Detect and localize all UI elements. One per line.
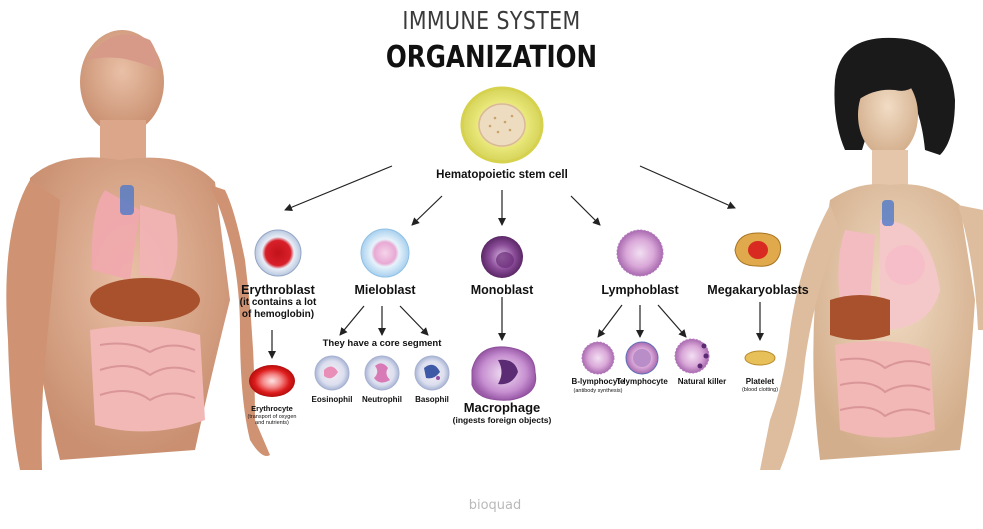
basophil-cell-icon — [415, 356, 449, 390]
erythrocyte-cell-icon — [249, 365, 295, 397]
monoblast-cell-icon — [481, 236, 523, 278]
erythroblast-note-1: (it contains a lot — [228, 297, 328, 308]
lymphoblast-cell-icon — [617, 230, 663, 276]
erythroblast-label: Erythroblast — [228, 283, 328, 297]
macrophage-cell-icon — [472, 347, 536, 400]
stem-cell-label: Hematopoietic stem cell — [402, 169, 602, 181]
platelet-note: (blood clotting) — [725, 387, 795, 393]
erythrocyte-note-2: and nutrients) — [232, 420, 312, 426]
b-lymphocyte-cell-icon — [582, 342, 614, 374]
stem-cell-icon — [462, 88, 542, 162]
erythrocyte-label: Erythrocyte — [232, 404, 312, 413]
t-lymphocyte-cell-icon — [626, 342, 658, 374]
mieloblast-cell-icon — [361, 229, 409, 277]
male-anatomy-figure-icon — [6, 30, 270, 470]
erythroblast-cell-icon — [255, 230, 301, 276]
macrophage-label: Macrophage — [452, 400, 552, 415]
lymphoblast-label: Lymphoblast — [590, 283, 690, 297]
monoblast-label: Monoblast — [452, 283, 552, 297]
b-lymphocyte-note: (antibody synthesis) — [563, 388, 633, 394]
eosinophil-cell-icon — [315, 356, 349, 390]
title-line-2: ORGANIZATION — [88, 40, 894, 75]
erythroblast-note-2: of hemoglobin) — [228, 309, 328, 320]
megakaryoblasts-label: Megakaryoblasts — [698, 283, 818, 297]
mieloblast-label: Mieloblast — [335, 283, 435, 297]
female-anatomy-figure-icon — [760, 38, 983, 470]
natural-killer-label: Natural killer — [667, 377, 737, 386]
platelet-cell-icon — [745, 351, 775, 365]
natural-killer-cell-icon — [675, 339, 709, 373]
macrophage-note: (ingests foreign objects) — [442, 415, 562, 425]
megakaryoblast-cell-icon — [735, 233, 781, 266]
core-segment-note: They have a core segment — [312, 338, 452, 349]
title-line-1: IMMUNE SYSTEM — [88, 6, 894, 35]
watermark-logo: bioquad — [440, 498, 550, 513]
platelet-label: Platelet — [730, 377, 790, 386]
neutrophil-cell-icon — [365, 356, 399, 390]
